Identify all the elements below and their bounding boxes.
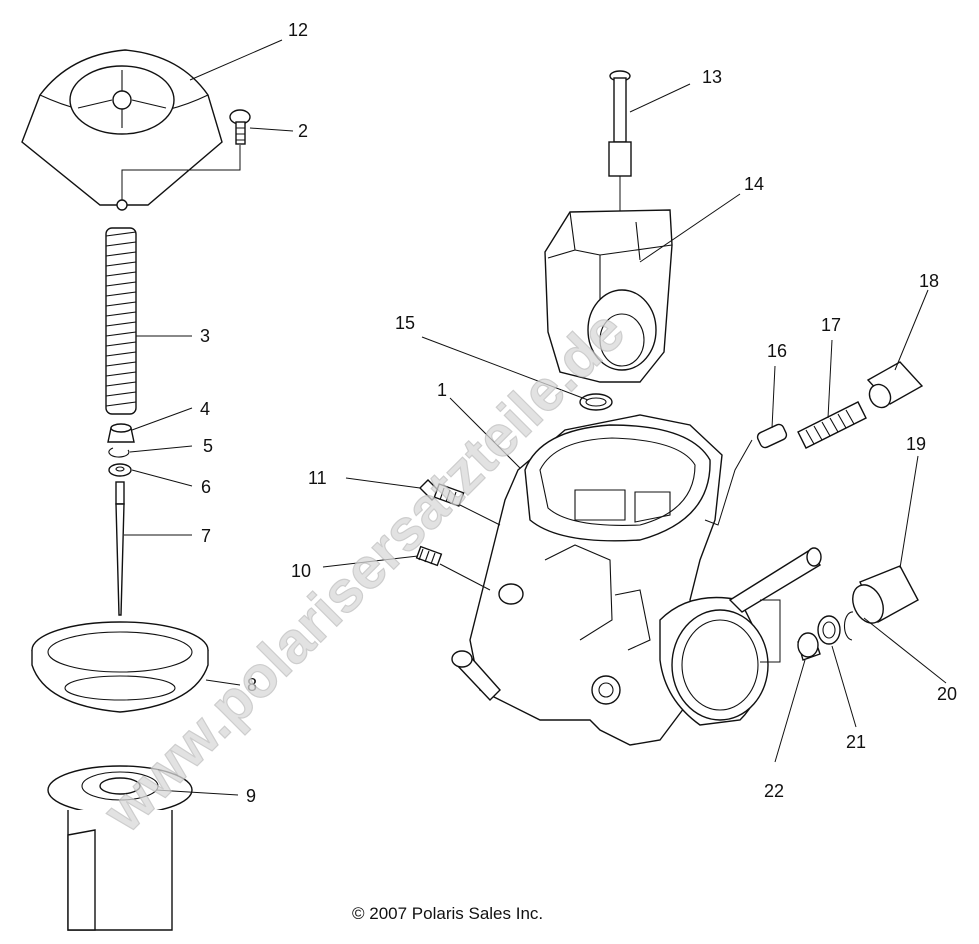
part-21-washer — [817, 615, 841, 645]
part-19-cap — [852, 565, 919, 624]
part-20-clip — [843, 611, 854, 641]
part-5-clip — [108, 447, 130, 458]
callout-3: 3 — [200, 326, 210, 346]
part-4-retainer — [107, 423, 135, 443]
part-6-washer — [108, 463, 132, 477]
callout-14: 14 — [744, 174, 764, 194]
callout-7: 7 — [201, 526, 211, 546]
callout-21: 21 — [846, 732, 866, 752]
callout-16: 16 — [767, 341, 787, 361]
part-2-screw — [121, 109, 251, 200]
callout-20: 20 — [937, 684, 957, 704]
callout-8: 8 — [247, 675, 257, 695]
callout-15: 15 — [395, 313, 415, 333]
callout-1: 1 — [437, 380, 447, 400]
part-14-holder — [544, 209, 673, 383]
part-15-oring — [579, 393, 613, 411]
callout-11: 11 — [308, 468, 327, 488]
part-12-cover — [21, 49, 223, 211]
leader-lines — [124, 39, 947, 796]
part-10-screw — [415, 545, 443, 567]
callout-17: 17 — [821, 315, 841, 335]
callout-22: 22 — [764, 781, 784, 801]
part-18-fitting — [866, 361, 924, 409]
part-1-carburetor-body — [451, 414, 822, 746]
part-3-spring — [105, 227, 137, 415]
callout-9: 9 — [246, 786, 256, 806]
part-16-plunger — [704, 423, 788, 526]
callout-labels: 1 2 3 4 5 6 7 8 9 10 11 12 13 14 15 16 1… — [200, 20, 957, 806]
part-11-screw — [419, 479, 465, 507]
part-22-ring — [797, 632, 821, 661]
callout-18: 18 — [919, 271, 939, 291]
part-7-needle — [115, 481, 125, 616]
part-13-rod — [608, 70, 632, 212]
callout-5: 5 — [203, 436, 213, 456]
part-9-slide — [47, 765, 193, 931]
part-8-diaphragm — [31, 621, 209, 713]
callout-12: 12 — [288, 20, 308, 40]
callout-10: 10 — [291, 561, 311, 581]
callout-2: 2 — [298, 121, 308, 141]
part-17-spring — [797, 401, 867, 449]
callout-19: 19 — [906, 434, 926, 454]
copyright-notice: © 2007 Polaris Sales Inc. — [352, 904, 544, 923]
callout-13: 13 — [702, 67, 722, 87]
callout-6: 6 — [201, 477, 211, 497]
callout-4: 4 — [200, 399, 210, 419]
